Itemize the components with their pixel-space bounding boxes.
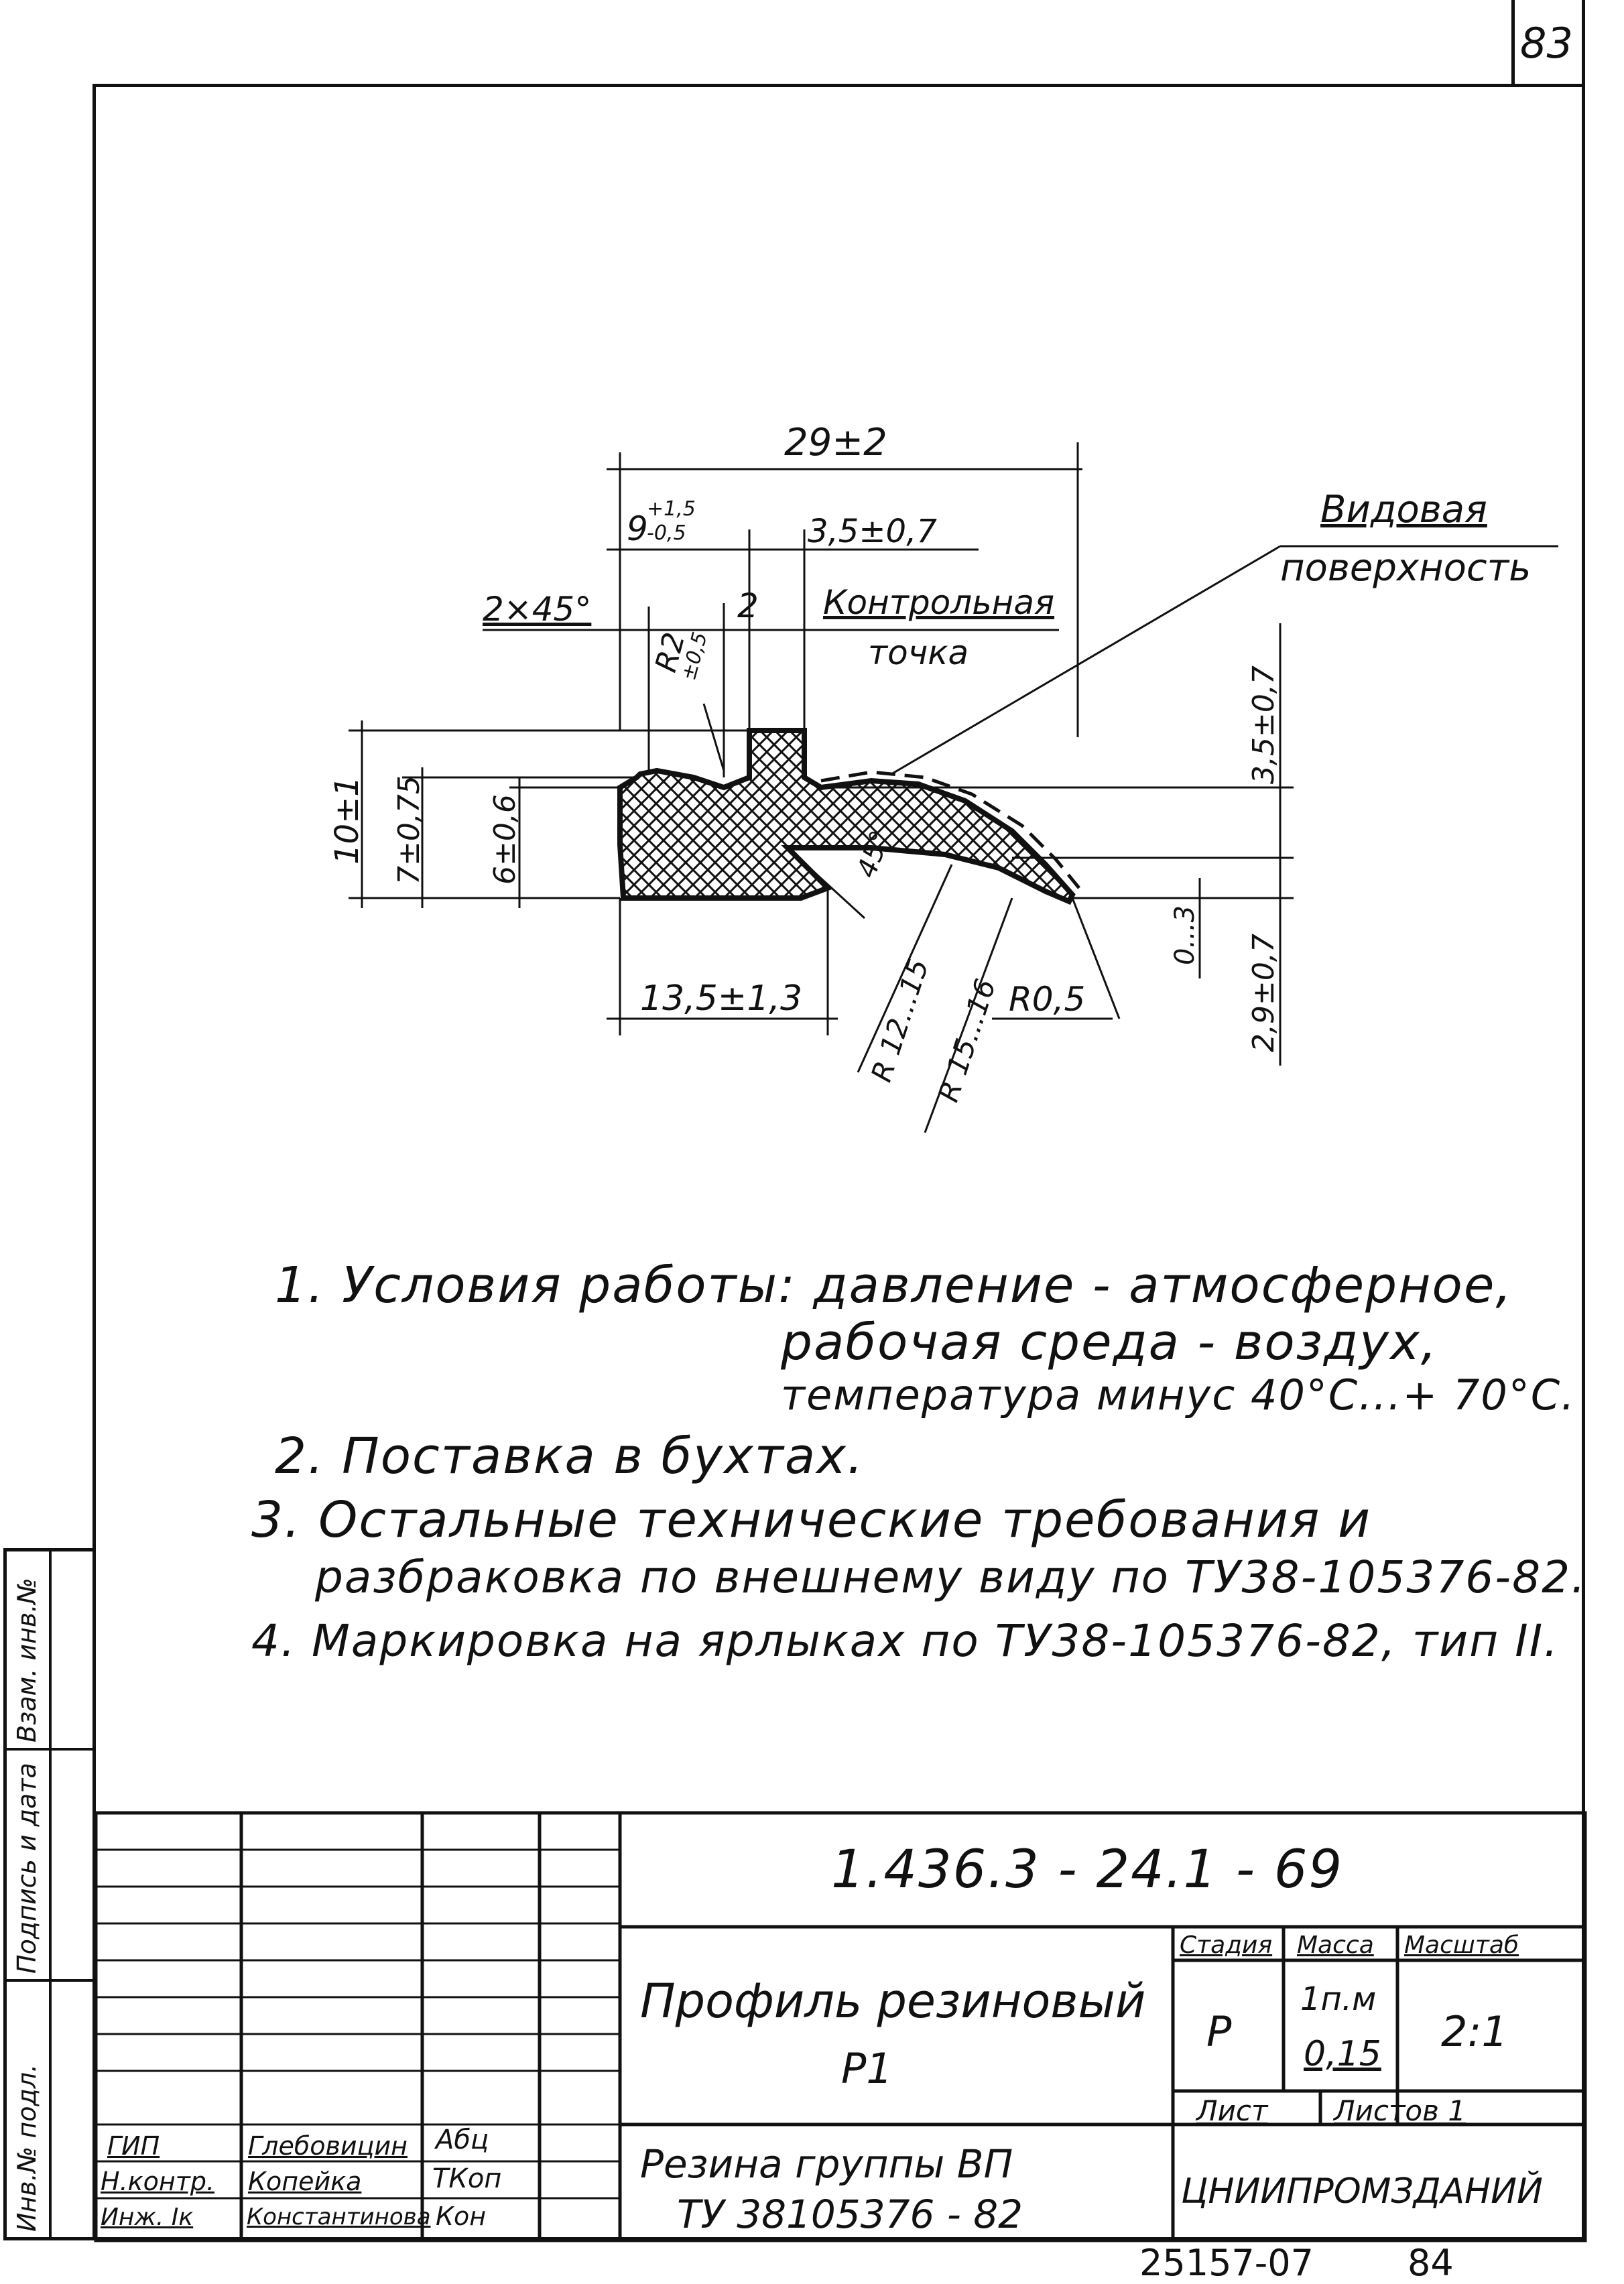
title-line-2: Р1 [841,2044,893,2093]
note-1-line-3: температура минус 40°С...+ 70°С. [781,1371,1576,1419]
dim-total-width: 29±2 [784,421,887,464]
title-line-1: Профиль резиновый [640,1974,1146,2029]
role-engineer: Инж. Iк [101,2204,194,2231]
dim-left-offset-tol-lower: -0,5 [647,521,686,545]
dim-base-width: 13,5±1,3 [640,978,803,1019]
note-2: 2. Поставка в бухтах. [275,1428,865,1485]
dim-left-offset-tol-upper: +1,5 [647,497,696,521]
footer-code: 25157-07 [1139,2242,1314,2284]
stage-value: Р [1206,2007,1232,2056]
name-engineer: Константинова [247,2204,431,2230]
visible-surface-label-2: поверхность [1280,546,1532,590]
role-gip: ГИП [107,2131,160,2161]
note-3: 3. Остальные технические требования и [251,1491,1372,1549]
sheets-label: Листов 1 [1334,2094,1466,2127]
signature-n-kontr: ТКоп [432,2163,502,2194]
dim-left-offset: 9 [627,509,648,548]
control-point-label-2: точка [868,633,969,672]
signature-engineer: Кон [436,2202,487,2231]
note-1: 1. Условия работы: давление - атмосферно… [275,1257,1513,1314]
stage-header: Стадия [1180,1931,1273,1959]
material-line-1: Резина группы ВП [640,2141,1013,2187]
note-4: 4. Маркировка на ярлыках по ТУ38-105376-… [251,1615,1560,1667]
dim-rib-gap: 2 [737,586,759,625]
control-point-label: Контрольная [823,583,1055,622]
footer-page: 84 [1408,2242,1454,2284]
name-gip: Глебовицин [248,2131,408,2161]
material-line-2: ТУ 38105376 - 82 [677,2192,1023,2237]
role-n-kontr: Н.контр. [101,2167,215,2196]
dim-rib-width: 3,5±0,7 [808,513,937,550]
visible-surface-label: Видовая [1320,488,1487,531]
mass-value-1: 1п.м [1300,1980,1377,2018]
doc-code: 1.436.3 - 24.1 - 69 [831,1840,1344,1900]
scale-value: 2:1 [1441,2007,1508,2056]
mass-header: Масса [1297,1931,1374,1959]
scale-header: Масштаб [1404,1931,1519,1959]
name-n-kontr: Копейка [248,2167,362,2196]
note-3-line-2: разбраковка по внешнему виду по ТУ38-105… [315,1551,1587,1603]
dim-tip-radius: R0,5 [1009,980,1086,1019]
sheet-label: Лист [1196,2094,1268,2127]
note-1-line-2: рабочая среда - воздух, [781,1314,1438,1371]
mass-value-2: 0,15 [1304,2034,1381,2074]
dim-chamfer: 2×45° [483,590,592,629]
sheet-number: 83 [1520,19,1573,68]
signature-gip: Абц [436,2124,489,2155]
organization: ЦНИИПРОМЗДАНИЙ [1181,2171,1543,2212]
